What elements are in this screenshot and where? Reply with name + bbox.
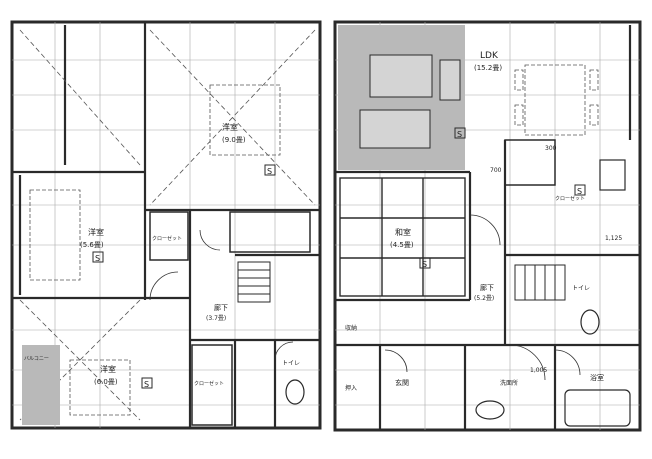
svg-text:S: S	[422, 260, 427, 269]
s-marks-left: S S S	[92, 164, 276, 389]
svg-text:S: S	[95, 254, 100, 263]
room-label-tatami: 和室	[395, 227, 411, 237]
room-label-tatami-area: (4.5畳)	[390, 241, 414, 249]
closet-label-3: クローゼット	[555, 195, 585, 202]
room-label-ldk-area: (15.2畳)	[474, 64, 502, 72]
closet-box-3	[191, 344, 233, 426]
bathtub	[564, 389, 631, 427]
stair-left	[237, 261, 271, 303]
bath-label: 浴室	[590, 373, 604, 382]
storage-label: 収納	[345, 324, 357, 332]
dining-table-right	[514, 64, 599, 136]
closet-label-1: クローゼット	[152, 235, 182, 242]
washroom-label: 洗面所	[500, 379, 518, 387]
corridor-label-1: 廊下	[214, 303, 228, 312]
room-label-west-area: (9.0畳)	[222, 136, 246, 144]
grid-lines-right	[335, 22, 640, 430]
toilet-fixture-right	[580, 309, 600, 335]
dimension-1125: 1,125	[605, 235, 622, 242]
furniture-outlines-left	[29, 84, 281, 416]
closet-box-2	[229, 211, 311, 253]
s-marks-right: S S S	[419, 127, 586, 269]
room-label-3-area: (6.0畳)	[94, 378, 118, 386]
outer-wall-left	[10, 20, 322, 430]
corridor-label-2: 廊下	[480, 283, 494, 292]
room-label-west: 洋室	[222, 122, 238, 132]
dimension-700: 700	[490, 167, 502, 174]
toilet-fixture-left	[285, 379, 305, 405]
furniture-shaded	[359, 54, 461, 149]
toilet-label-2: トイレ	[572, 285, 590, 292]
walls-right	[335, 25, 640, 430]
svg-text:S: S	[144, 380, 149, 389]
entrance-label: 玄関	[395, 378, 409, 387]
shaded-area-left	[22, 345, 60, 425]
balcony-label: バルコニー	[24, 356, 49, 362]
storage-label-2: 押入	[345, 384, 357, 392]
kitchen-stove	[599, 159, 626, 191]
floor-plan-first-floor: LDK (15.2畳) 和室 (4.5畳) 廊下 (5.2畳) 玄関 収納 押入…	[333, 20, 642, 432]
room-label-2-area: (5.6畳)	[80, 241, 104, 249]
dimension-1005: 1,005	[530, 367, 547, 374]
room-label-3: 洋室	[100, 364, 116, 374]
svg-text:S: S	[577, 187, 582, 196]
walls-left	[12, 22, 320, 428]
room-label-2: 洋室	[88, 227, 104, 237]
sink-fixture	[475, 400, 505, 420]
toilet-label-1: トイレ	[282, 360, 300, 367]
door-arcs-right	[384, 214, 581, 381]
corridor-label-2-area: (5.2畳)	[474, 295, 494, 302]
corridor-label-1-area: (3.7畳)	[206, 315, 226, 322]
stair-right	[514, 264, 566, 301]
kitchen-counter	[504, 139, 556, 186]
tatami-mats	[339, 177, 466, 297]
svg-text:S: S	[267, 167, 272, 176]
door-arcs-left	[149, 229, 294, 361]
svg-text:S: S	[457, 130, 462, 139]
outer-wall-right	[333, 20, 642, 432]
dimension-300: 300	[545, 145, 557, 152]
floor-plan-second-floor: 洋室 (9.0畳) 洋室 (5.6畳) 洋室 (6.0畳) 廊下 (3.7畳) …	[10, 20, 322, 430]
room-label-ldk: LDK	[480, 51, 499, 61]
closet-box-1	[149, 211, 189, 261]
closet-label-2: クローゼット	[194, 380, 224, 387]
